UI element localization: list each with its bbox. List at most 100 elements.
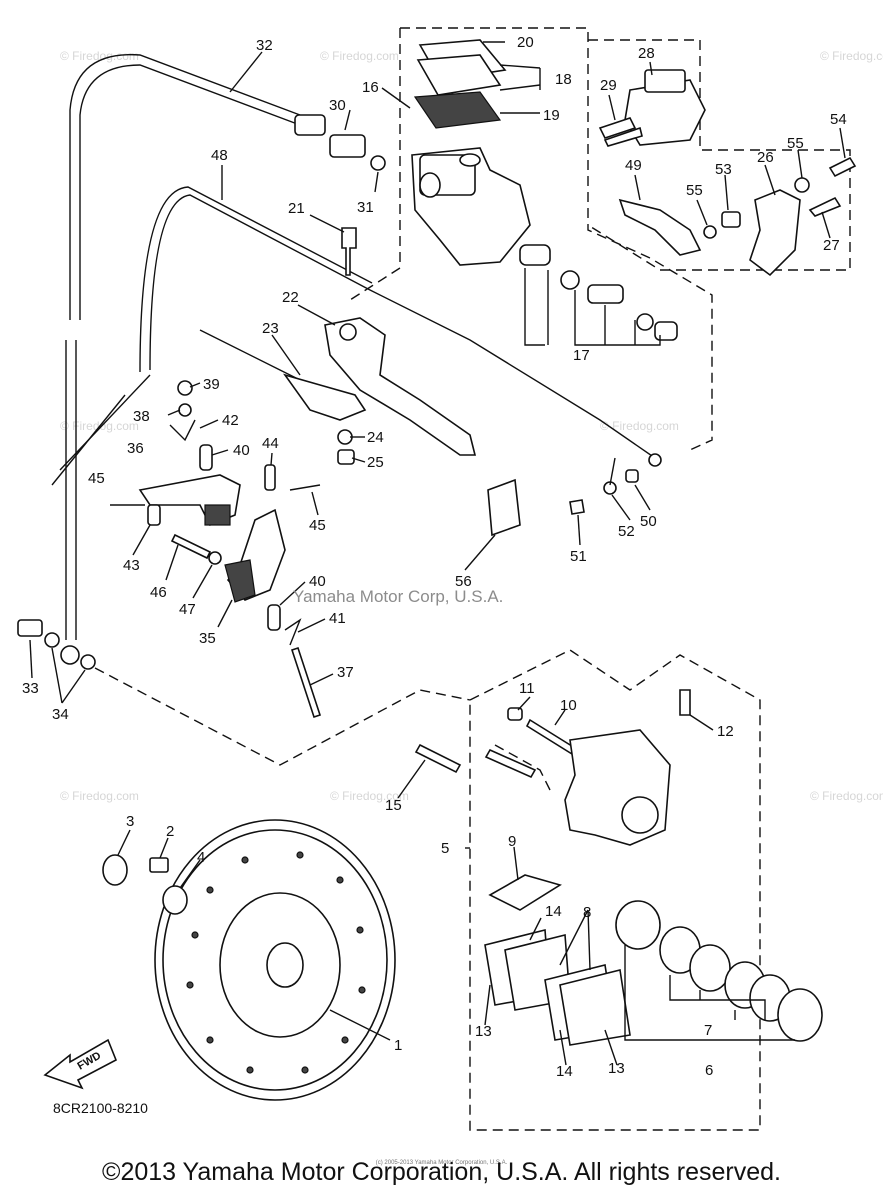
washer-34 — [44, 632, 60, 648]
pin-10 — [525, 718, 577, 756]
part-label: 48 — [211, 147, 228, 164]
washer-4 — [162, 885, 188, 915]
bolt-27 — [808, 196, 842, 217]
bolt-45 — [110, 484, 321, 506]
part-label: 40 — [233, 442, 250, 459]
washer-55 — [703, 225, 717, 239]
part-label: 55 — [787, 135, 804, 152]
washer-24 — [337, 429, 353, 445]
cable-end — [648, 453, 662, 467]
master-cylinder-body — [411, 147, 531, 266]
watermark-text: © Firedog.com — [820, 49, 883, 63]
hose-lower — [65, 340, 77, 640]
part-labels: 1 2 3 4 5 6 7 8 9 10 11 12 13 13 14 14 1… — [22, 34, 847, 1080]
diagram-code: 8CR2100-8210 — [53, 1100, 148, 1116]
part-label: 45 — [88, 470, 105, 487]
pin-40 — [199, 444, 213, 471]
part-label: 29 — [600, 77, 617, 94]
lever-49 — [618, 198, 702, 256]
part-label: 50 — [640, 513, 657, 530]
collar-43 — [147, 504, 161, 526]
bracket-26 — [749, 189, 801, 277]
nut-47 — [208, 551, 222, 565]
part-label: 13 — [475, 1023, 492, 1040]
part-label: 46 — [150, 584, 167, 601]
part-label: 3 — [126, 813, 134, 830]
part-label: 36 — [127, 440, 144, 457]
hose-32 — [69, 53, 301, 320]
part-label: 4 — [197, 849, 205, 866]
part-label: 13 — [608, 1060, 625, 1077]
washer-34 — [80, 654, 96, 670]
part-label: 17 — [573, 347, 590, 364]
part-label: 1 — [394, 1037, 402, 1054]
part-label: 26 — [757, 149, 774, 166]
pivot — [339, 323, 357, 341]
bleeder-12 — [679, 689, 691, 716]
part-label: 30 — [329, 97, 346, 114]
part-label: 25 — [367, 454, 384, 471]
bracket-6 — [624, 945, 795, 1041]
part-label: 35 — [199, 630, 216, 647]
plug-11 — [507, 707, 523, 721]
seal-7 — [689, 944, 731, 992]
bracket-7 — [669, 975, 766, 1020]
watermark-text: © Firedog.com — [60, 49, 139, 63]
washer-55 — [794, 177, 810, 193]
part-label: 7 — [704, 1022, 712, 1039]
part-label: 55 — [686, 182, 703, 199]
spring-41 — [284, 618, 302, 646]
part-label: 15 — [385, 797, 402, 814]
piston-6 — [777, 988, 823, 1042]
cable-48-end — [51, 394, 126, 486]
rod-37 — [290, 646, 322, 719]
pad-13 — [559, 969, 631, 1046]
part-label: 21 — [288, 200, 305, 217]
part-label: 9 — [508, 833, 516, 850]
adjuster-23 — [283, 373, 367, 421]
part-label: 14 — [556, 1063, 573, 1080]
part-label: 44 — [262, 435, 279, 452]
caliper-outline — [469, 649, 761, 1131]
part-label: 5 — [441, 840, 449, 857]
brake-disc-1 — [154, 819, 396, 1101]
part-label: 12 — [717, 723, 734, 740]
watermark-text: © Firedog.com — [320, 49, 399, 63]
reservoir-28 — [624, 69, 706, 146]
part-label: 33 — [22, 680, 39, 697]
bolt-33 — [17, 619, 43, 637]
brake-line-path — [494, 744, 551, 791]
part-label: 41 — [329, 610, 346, 627]
watermark-text: © Firedog.com — [600, 419, 679, 433]
part-label: 14 — [545, 903, 562, 920]
banjo-bolt-30 — [294, 114, 386, 171]
collar-50 — [625, 469, 639, 483]
collar-53 — [721, 211, 741, 228]
bolt-caliper — [484, 748, 537, 779]
part-label: 24 — [367, 429, 384, 446]
watermark-text: © Firedog.com — [330, 789, 409, 803]
fwd-arrow-icon: FWD — [43, 1038, 118, 1090]
part-label: 23 — [262, 320, 279, 337]
small-copyright: (c) 2005-2013 Yamaha Motor Corporation, … — [375, 1160, 508, 1166]
part-label: 22 — [282, 289, 299, 306]
caliper-body-5 — [564, 729, 671, 846]
hose-clip-29 — [598, 117, 643, 147]
cable-48-end — [59, 374, 151, 471]
bracket-17 — [524, 268, 661, 346]
part-label: 28 — [638, 45, 655, 62]
part-label: 56 — [455, 573, 472, 590]
leader-lines — [29, 41, 846, 1066]
part-label: 42 — [222, 412, 239, 429]
bolt-51 — [569, 499, 585, 515]
part-label: 16 — [362, 79, 379, 96]
part-label: 32 — [256, 37, 273, 54]
part-label: 37 — [337, 664, 354, 681]
part-label: 10 — [560, 697, 577, 714]
bolt-54 — [828, 156, 857, 178]
label-56 — [487, 478, 521, 537]
part-label: 39 — [203, 376, 220, 393]
part-label: 47 — [179, 601, 196, 618]
watermark-text: © Firedog.com — [60, 789, 139, 803]
